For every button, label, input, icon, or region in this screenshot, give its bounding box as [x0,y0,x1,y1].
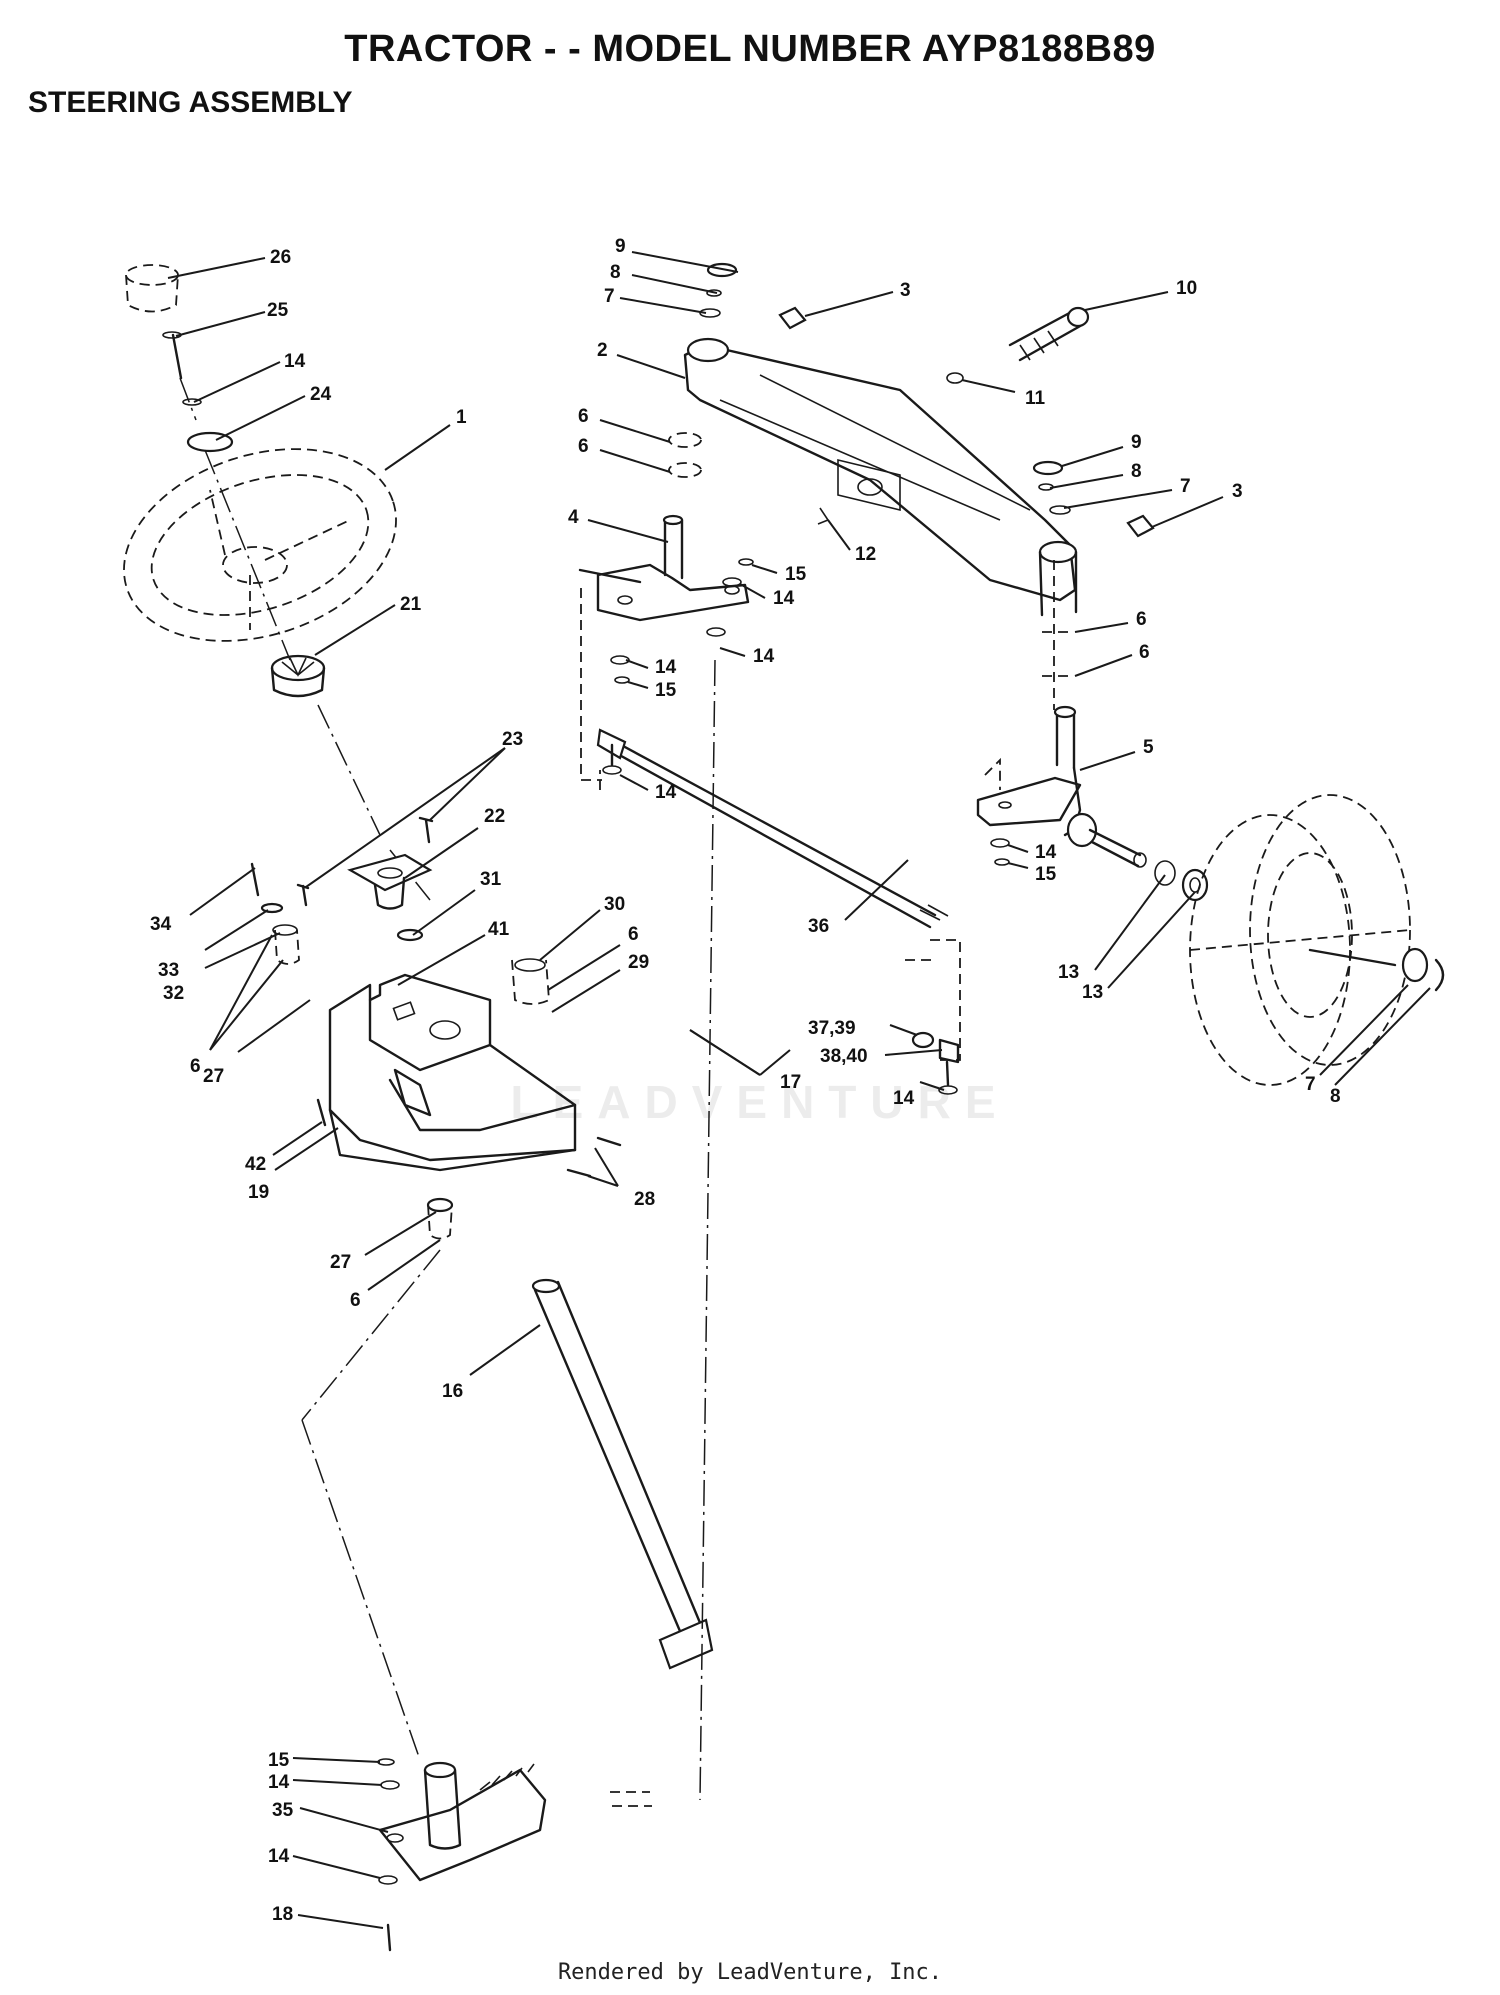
callout-25: 25 [267,300,289,321]
callout-38-40: 38,40 [820,1046,868,1067]
callout-14g: 14 [268,1772,290,1793]
callout-6c: 6 [350,1290,361,1311]
part-5-spindle-right [976,705,1209,902]
callout-41: 41 [488,919,510,940]
watermark: LEADVENTURE [510,1076,1010,1128]
callout-4: 4 [568,507,579,528]
callout-23: 23 [502,729,523,750]
callout-2: 2 [597,340,608,361]
callout-7b: 7 [1180,476,1191,497]
part-16-steering-shaft [531,1278,714,1670]
callout-14c: 14 [655,657,677,678]
callout-22: 22 [484,806,505,827]
callout-8b: 8 [1131,461,1142,482]
callout-13a: 13 [1058,962,1079,983]
callout-14h: 14 [268,1846,290,1867]
callout-33: 33 [158,960,179,981]
callout-14b: 14 [753,646,775,667]
page-title: TRACTOR - - MODEL NUMBER AYP8188B89 [344,28,1156,70]
callout-8a: 8 [610,262,621,283]
callout-31: 31 [480,869,502,890]
part-4-spindle-left [578,514,754,1801]
callout-27a: 27 [203,1066,224,1087]
callout-9a: 9 [615,236,626,257]
callout-10: 10 [1176,278,1197,299]
steering-wheel-group [123,264,431,901]
part-36-drag-link [596,728,961,1095]
part-19-bracket [328,973,577,1172]
callout-14e: 14 [1035,842,1057,863]
callout-17: 17 [780,1072,801,1093]
callout-14f: 14 [893,1088,915,1109]
callout-14d: 14 [655,782,677,803]
callout-6b: 6 [628,924,639,945]
callout-19: 19 [248,1182,269,1203]
callout-32: 32 [163,983,184,1004]
callout-6g: 6 [1139,642,1150,663]
wheel-outline [1189,794,1445,1086]
part-2-front-axle [668,262,1155,710]
callout-15d: 15 [268,1750,290,1771]
part-21-adapter [270,654,326,698]
callout-11: 11 [1025,388,1046,409]
callout-3a: 3 [900,280,911,301]
callout-5: 5 [1143,737,1154,758]
leader-lines [167,251,1431,1929]
callout-42: 42 [245,1154,266,1175]
footer-credit: Rendered by LeadVenture, Inc. [557,1960,943,1985]
callout-6a: 6 [190,1056,201,1077]
callout-14a: 14 [773,588,795,609]
callout-14: 14 [284,351,306,372]
callout-16: 16 [442,1381,463,1402]
section-title: STEERING ASSEMBLY [28,86,353,119]
callout-30: 30 [604,894,625,915]
callout-15c: 15 [1035,864,1057,885]
callout-1: 1 [456,407,467,428]
callout-8c: 8 [1330,1086,1341,1107]
callout-7a: 7 [604,286,615,307]
part-1-steering-wheel [123,448,397,642]
callout-3b: 3 [1232,481,1243,502]
dash-bracket-group [250,816,622,1761]
callout-13b: 13 [1082,982,1103,1003]
part-35-sector-gear [377,1758,652,1952]
callout-6e: 6 [578,436,589,457]
callout-12: 12 [855,544,876,565]
callout-37-39: 37,39 [808,1018,856,1039]
callout-28: 28 [634,1189,655,1210]
callout-6f: 6 [1136,609,1147,630]
callout-21: 21 [400,594,422,615]
callout-29: 29 [628,952,649,973]
callout-34: 34 [150,914,172,935]
callout-9b: 9 [1131,432,1142,453]
callout-27b: 27 [330,1252,351,1273]
callout-24: 24 [310,384,332,405]
callout-36: 36 [808,916,829,937]
part-26-cap [125,264,179,313]
callout-26: 26 [270,247,291,268]
callout-18: 18 [272,1904,293,1925]
callout-15b: 15 [655,680,677,701]
callout-15a: 15 [785,564,807,585]
callout-6d: 6 [578,406,589,427]
callout-7c: 7 [1305,1074,1316,1095]
callout-numbers: 26 25 14 24 1 21 23 22 34 33 32 6 27 31 … [150,236,1341,1925]
callout-35: 35 [272,1800,294,1821]
